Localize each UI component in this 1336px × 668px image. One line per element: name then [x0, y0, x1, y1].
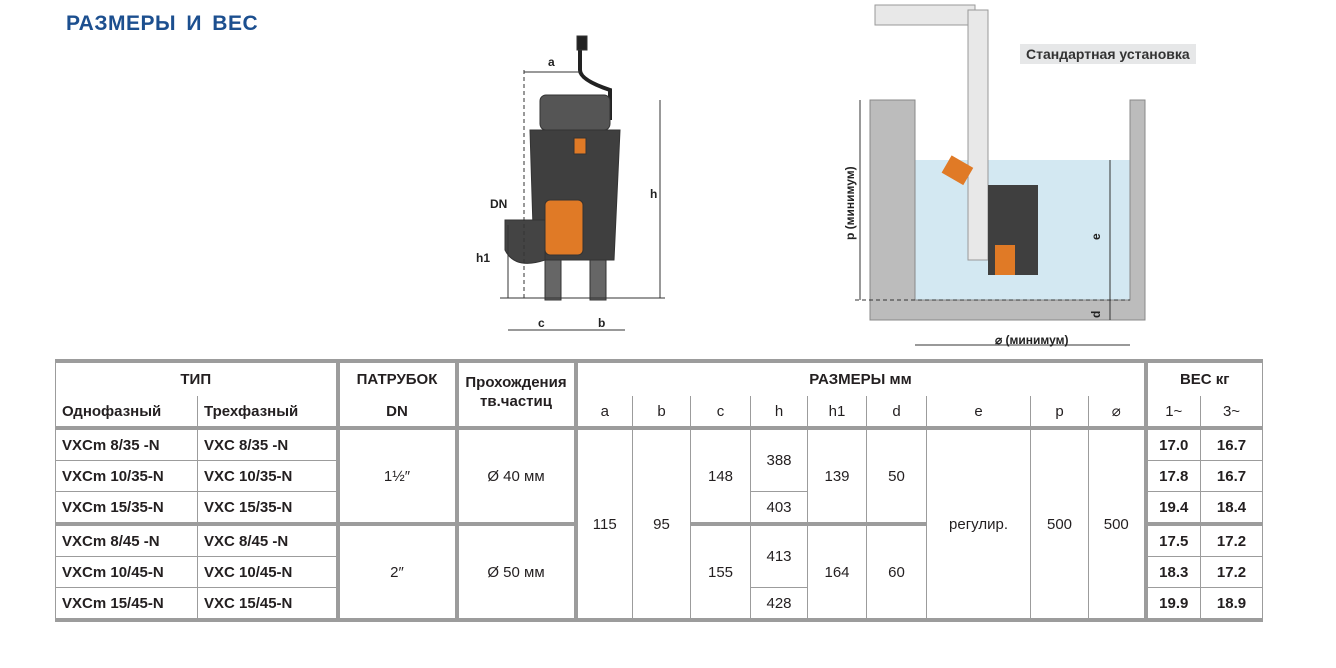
model-single: VXCm 15/45-N	[55, 587, 198, 622]
p-cell: 500	[1030, 426, 1089, 622]
h1-cell: 164	[807, 523, 867, 622]
weight-1ph: 17.5	[1143, 523, 1201, 557]
header-type: ТИП	[55, 359, 338, 396]
dimensions-weight-table: ТИП ПАТРУБОК Прохождения тв.частиц РАЗМЕ…	[55, 359, 1263, 622]
e-cell: регулир.	[926, 426, 1031, 622]
table-row: VXCm 15/35-N VXC 15/35-N 403 19.4 18.4	[55, 491, 1263, 526]
dim-p-label: p (минимум)	[843, 166, 857, 240]
weight-3ph: 16.7	[1200, 426, 1263, 461]
header-col-a: a	[575, 396, 633, 429]
table-row: VXCm 8/35 -N VXC 8/35 -N 1½″ Ø 40 мм 115…	[55, 426, 1263, 622]
dim-h1-label: h1	[476, 251, 490, 265]
header-three-phase: Трехфазный	[197, 396, 338, 429]
pump-dimension-diagram: a h h1 DN c b	[476, 35, 665, 331]
header-weight: ВЕС кг	[1143, 359, 1263, 396]
h-cell: 413	[750, 523, 808, 588]
a-cell: 115	[575, 426, 633, 622]
dim-a-label: a	[548, 55, 555, 69]
header-solids: Прохождения тв.частиц	[454, 359, 578, 429]
model-three: VXC 15/35-N	[197, 491, 338, 526]
dn-cell: 2″	[335, 522, 457, 622]
model-three: VXC 8/45 -N	[197, 523, 338, 557]
page-title: РАЗМЕРЫ И ВЕС	[66, 12, 259, 35]
solids-cell: Ø 40 мм	[454, 426, 578, 526]
dim-c-label: c	[538, 316, 545, 330]
h-cell: 403	[750, 491, 808, 526]
weight-1ph: 19.4	[1143, 491, 1201, 526]
h1-cell: 139	[807, 426, 867, 526]
weight-3ph: 17.2	[1200, 523, 1263, 557]
header-col-b: b	[632, 396, 691, 429]
table-row: VXCm 10/35-N VXC 10/35-N 17.8 16.7	[55, 460, 1263, 492]
header-col-p: p	[1030, 396, 1089, 429]
header-w1: 1~	[1143, 396, 1201, 429]
b-cell: 95	[632, 426, 691, 622]
weight-3ph: 18.9	[1200, 587, 1263, 622]
weight-3ph: 17.2	[1200, 556, 1263, 588]
dim-width-label: ⌀ (минимум)	[995, 333, 1069, 347]
table-row: VXCm 10/45-N VXC 10/45-N 18.3 17.2	[55, 556, 1263, 588]
width-cell: 500	[1088, 426, 1146, 622]
header-dimensions: РАЗМЕРЫ мм	[575, 359, 1146, 396]
dim-dn-label: DN	[490, 197, 507, 211]
installation-diagram: p (минимум) e d ⌀ (минимум)	[843, 4, 1146, 347]
model-three: VXC 10/45-N	[197, 556, 338, 588]
model-single: VXCm 8/35 -N	[55, 426, 198, 461]
installation-caption: Стандартная установка	[1020, 44, 1196, 64]
dn-cell: 1½″	[335, 426, 457, 526]
header-col-d: d	[866, 396, 927, 429]
d-cell: 50	[866, 426, 927, 526]
model-single: VXCm 8/45 -N	[55, 523, 198, 557]
model-three: VXC 10/35-N	[197, 460, 338, 492]
model-single: VXCm 10/35-N	[55, 460, 198, 492]
weight-1ph: 17.8	[1143, 460, 1201, 492]
model-single: VXCm 10/45-N	[55, 556, 198, 588]
weight-1ph: 19.9	[1143, 587, 1201, 622]
header-col-c: c	[690, 396, 751, 429]
c-cell: 155	[690, 523, 751, 622]
weight-1ph: 18.3	[1143, 556, 1201, 588]
header-outlet: ПАТРУБОК	[335, 359, 457, 396]
model-single: VXCm 15/35-N	[55, 491, 198, 526]
weight-3ph: 18.4	[1200, 491, 1263, 526]
header-col-h: h	[750, 396, 808, 429]
solids-cell: Ø 50 мм	[454, 523, 578, 622]
header-col-e: e	[926, 396, 1031, 429]
header-dn: DN	[335, 396, 457, 429]
table-row: VXCm 15/45-N VXC 15/45-N 428 19.9 18.9	[55, 587, 1263, 622]
dim-e-label: e	[1089, 233, 1103, 240]
d-cell: 60	[866, 523, 927, 622]
h-cell: 388	[750, 426, 808, 492]
weight-1ph: 17.0	[1143, 426, 1201, 461]
c-cell: 148	[690, 426, 751, 526]
dim-h-label: h	[650, 187, 657, 201]
model-three: VXC 8/35 -N	[197, 426, 338, 461]
dim-b-label: b	[598, 316, 605, 330]
header-single-phase: Однофазный	[55, 396, 198, 429]
header-col-h1: h1	[807, 396, 867, 429]
pump-drawing	[504, 35, 621, 301]
h-cell: 428	[750, 587, 808, 622]
weight-3ph: 16.7	[1200, 460, 1263, 492]
header-col-width: ⌀	[1088, 396, 1146, 429]
dim-d-label: d	[1089, 311, 1103, 318]
model-three: VXC 15/45-N	[197, 587, 338, 622]
header-w3: 3~	[1200, 396, 1263, 429]
table-row: VXCm 8/45 -N VXC 8/45 -N 2″ Ø 50 мм 155 …	[55, 522, 1263, 622]
